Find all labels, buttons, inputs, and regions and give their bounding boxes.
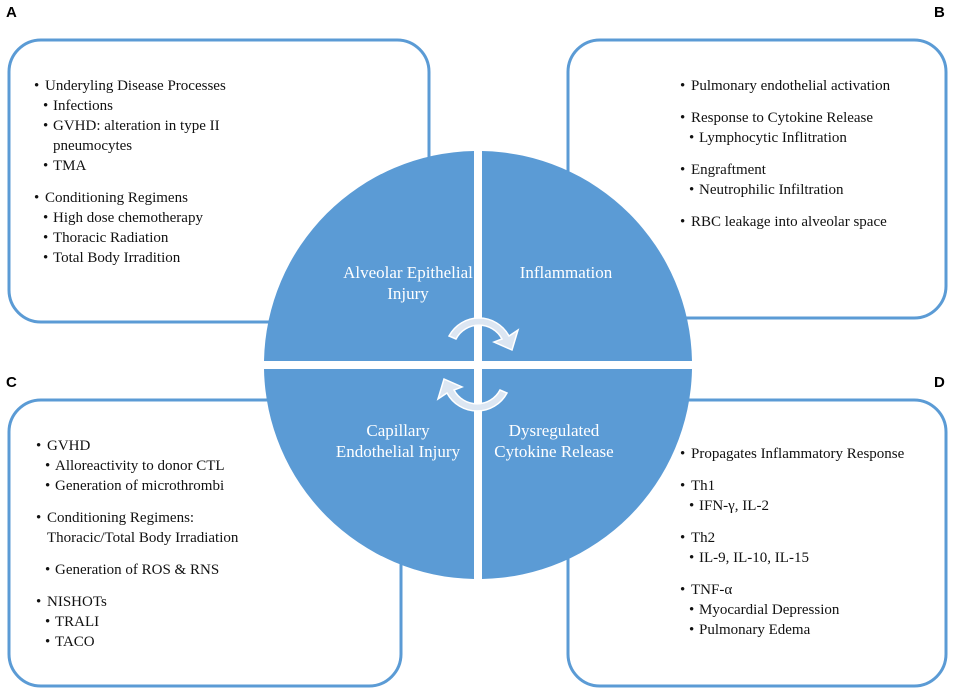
bullet-item: RBC leakage into alveolar space (680, 212, 940, 232)
quadrant-bottom-left (264, 369, 474, 579)
bullet-item: Response to Cytokine Release (680, 108, 940, 128)
label-dysregulated-cytokine-release: Dysregulated Cytokine Release (494, 421, 614, 461)
panel-a-list: Underyling Disease ProcessesInfectionsGV… (34, 76, 264, 268)
panel-c-letter: C (6, 374, 17, 391)
bullet-item: TNF-α (680, 580, 940, 600)
panel-c-list: GVHDAlloreactivity to donor CTLGeneratio… (36, 436, 266, 652)
bullet-item: IFN-γ, IL-2 (680, 496, 940, 516)
bullet-item: Pulmonary endothelial activation (680, 76, 940, 96)
bullet-item: Conditioning Regimens (34, 188, 264, 208)
panel-d-letter: D (934, 374, 945, 391)
bullet-item: Total Body Irradition (34, 248, 264, 268)
bullet-item: TACO (36, 632, 266, 652)
label-alveolar-epithelial-injury: Alveolar Epithelial Injury (343, 263, 473, 303)
quadrant-top-left (264, 151, 474, 361)
panel-b-letter: B (934, 4, 945, 21)
panel-b-list: Pulmonary endothelial activationResponse… (680, 76, 940, 232)
panel-c-text: GVHDAlloreactivity to donor CTLGeneratio… (36, 436, 266, 652)
bullet-item: Underyling Disease Processes (34, 76, 264, 96)
panel-a-text: Underyling Disease ProcessesInfectionsGV… (34, 76, 264, 268)
panel-a-letter: A (6, 4, 17, 21)
bullet-item: Propagates Inflammatory Response (680, 444, 940, 464)
panel-d-text: Propagates Inflammatory ResponseTh1IFN-γ… (680, 444, 940, 640)
bullet-item: NISHOTs (36, 592, 266, 612)
panel-b-text: Pulmonary endothelial activationResponse… (680, 76, 940, 232)
label-inflammation: Inflammation (519, 263, 613, 282)
bullet-item: Engraftment (680, 160, 940, 180)
bullet-item: Th2 (680, 528, 940, 548)
bullet-item: GVHD: alteration in type II pneumocytes (34, 116, 264, 156)
bullet-item: TMA (34, 156, 264, 176)
bullet-item: IL-9, IL-10, IL-15 (680, 548, 940, 568)
bullet-item: High dose chemotherapy (34, 208, 264, 228)
bullet-item: Alloreactivity to donor CTL (36, 456, 266, 476)
bullet-item: Pulmonary Edema (680, 620, 940, 640)
cycle-arrow-icon (436, 317, 520, 412)
quadrant-top-right (482, 151, 692, 361)
label-capillary-endothelial-injury: Capillary Endothelial Injury (335, 421, 461, 461)
bullet-item: Infections (34, 96, 264, 116)
bullet-item: Lymphocytic Inflitration (680, 128, 940, 148)
quadrant-bottom-right (482, 369, 692, 579)
bullet-item: TRALI (36, 612, 266, 632)
bullet-item: Neutrophilic Infiltration (680, 180, 940, 200)
bullet-item: Thoracic Radiation (34, 228, 264, 248)
bullet-item: Generation of ROS & RNS (36, 560, 266, 580)
bullet-item: GVHD (36, 436, 266, 456)
bullet-item: Generation of microthrombi (36, 476, 266, 496)
panel-d-list: Propagates Inflammatory ResponseTh1IFN-γ… (680, 444, 940, 640)
bullet-item: Th1 (680, 476, 940, 496)
bullet-item: Myocardial Depression (680, 600, 940, 620)
bullet-item: Conditioning Regimens: Thoracic/Total Bo… (36, 508, 266, 548)
cycle-circle (264, 151, 692, 579)
